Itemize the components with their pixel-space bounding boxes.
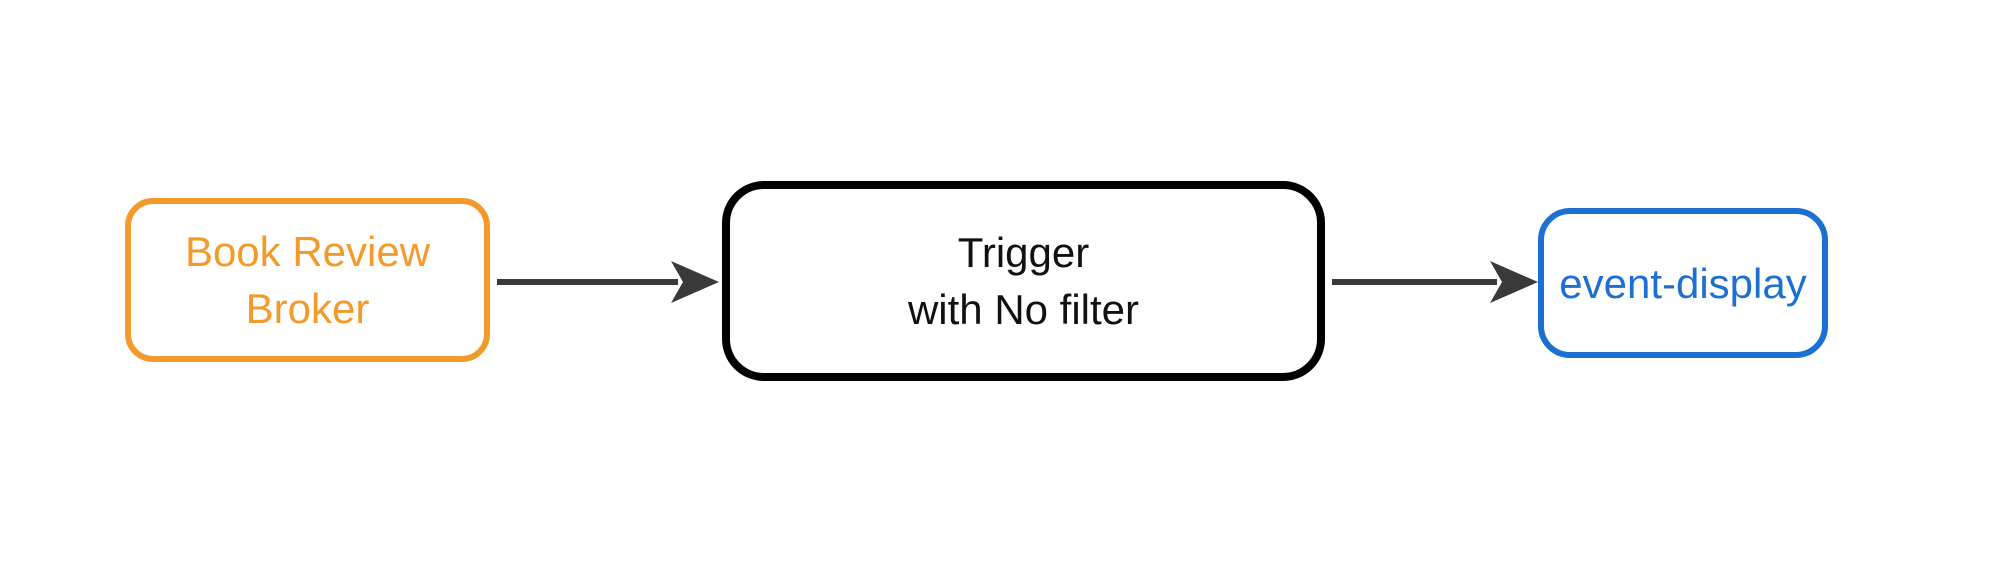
arrow-trigger-to-event-display bbox=[1332, 261, 1538, 303]
node-label: event-display bbox=[1559, 259, 1807, 307]
arrow-broker-to-trigger bbox=[497, 261, 719, 303]
arrowhead-icon bbox=[671, 261, 719, 303]
node-label: Broker bbox=[245, 285, 370, 332]
arrowhead-icon bbox=[1490, 261, 1538, 303]
node-label: Trigger bbox=[957, 229, 1090, 276]
node-book-review-broker: Book Review Broker bbox=[125, 198, 490, 362]
node-label: Book Review bbox=[184, 228, 431, 275]
node-trigger-no-filter: Trigger with No filter bbox=[722, 181, 1325, 381]
node-label: with No filter bbox=[907, 286, 1140, 333]
node-event-display: event-display bbox=[1538, 208, 1828, 358]
